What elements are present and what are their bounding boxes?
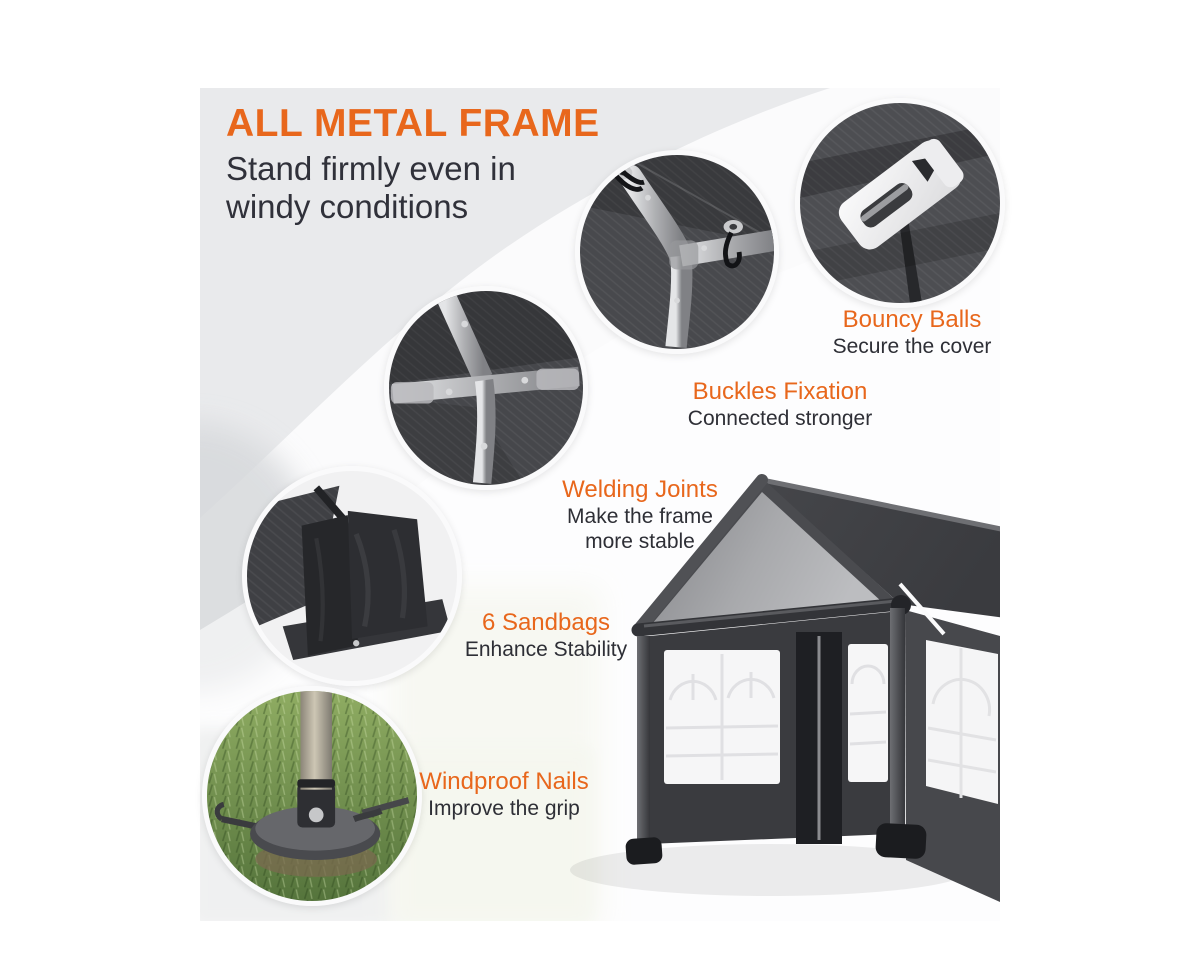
feature-desc-line-1: Make the frame <box>567 505 713 528</box>
subtitle-line-2: windy conditions <box>226 188 469 225</box>
sandbag-photo <box>242 466 462 686</box>
tent-photo <box>570 474 1000 902</box>
feature-desc: Enhance Stability <box>464 638 628 661</box>
callout-welding-joints: Welding Joints Make the frame more stabl… <box>562 476 718 554</box>
feature-name: Welding Joints <box>562 476 718 503</box>
subtitle-line-1: Stand firmly even in <box>226 150 516 187</box>
buckle-photo <box>795 98 1005 308</box>
artboard: ALL METAL FRAME Stand firmly even in win… <box>200 88 1005 921</box>
windproof-nail-photo <box>202 686 422 906</box>
feature-name: 6 Sandbags <box>481 609 611 636</box>
feature-name: Windproof Nails <box>419 768 589 795</box>
feature-desc: Connected stronger <box>687 407 873 430</box>
bungee-ball-corner-photo <box>575 150 779 354</box>
feature-name: Buckles Fixation <box>692 378 868 405</box>
feature-desc: Improve the grip <box>428 797 580 820</box>
callout-buckles-fixation: Buckles Fixation Connected stronger <box>688 378 872 431</box>
welded-joint-photo <box>384 286 588 490</box>
headline-block: ALL METAL FRAME Stand firmly even in win… <box>226 102 600 226</box>
feature-name: Bouncy Balls <box>842 306 982 333</box>
page-subtitle: Stand firmly even in windy conditions <box>226 150 600 226</box>
callout-windproof-nails: Windproof Nails Improve the grip <box>419 768 588 821</box>
callout-sandbags: 6 Sandbags Enhance Stability <box>465 609 627 662</box>
feature-desc-line-2: more stable <box>585 530 695 553</box>
feature-desc: Secure the cover <box>832 335 992 358</box>
page-title: ALL METAL FRAME <box>226 102 600 145</box>
callout-bouncy-balls: Bouncy Balls Secure the cover <box>833 306 992 359</box>
